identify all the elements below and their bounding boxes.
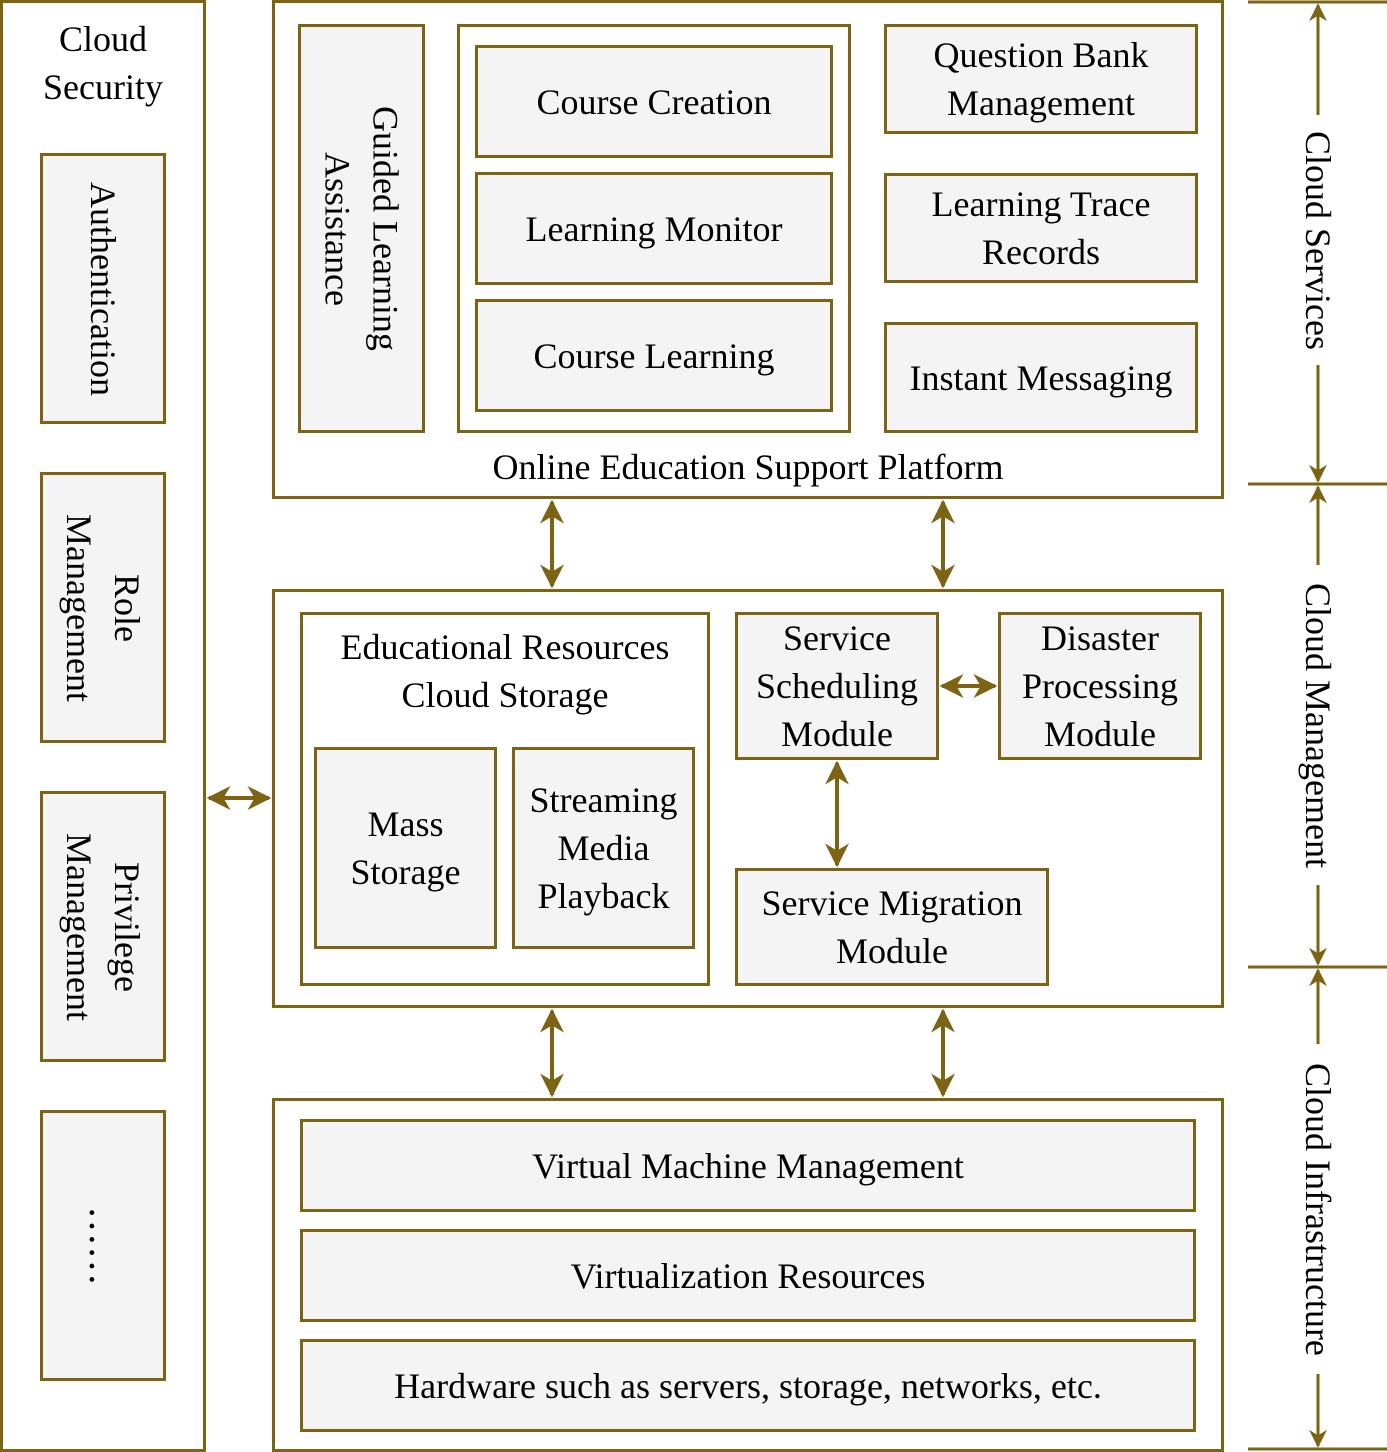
learning-monitor-box: Learning Monitor — [475, 172, 833, 285]
hardware-box: Hardware such as servers, storage, netwo… — [300, 1339, 1196, 1432]
instant-messaging-box: Instant Messaging — [884, 322, 1198, 433]
virtualization-resources-label: Virtualization Resources — [570, 1255, 926, 1296]
platform-label: Online Education Support Platform — [492, 447, 1004, 487]
instant-messaging-label: Instant Messaging — [909, 357, 1173, 398]
disaster-processing-box: Disaster Processing Module — [998, 612, 1202, 760]
mass-storage-label: Mass Storage — [350, 804, 461, 892]
course-learning-label: Course Learning — [533, 335, 775, 376]
privilege-management-box: Privilege Management — [40, 791, 166, 1062]
layer-label-cloud-infrastructure: Cloud Infrastructure — [1294, 1044, 1342, 1374]
privilege-management-label: Privilege Management — [59, 832, 147, 1021]
role-management-box: Role Management — [40, 472, 166, 743]
authentication-box: Authentication — [40, 153, 166, 424]
more-items-box: …… — [40, 1110, 166, 1381]
learning-trace-label: Learning Trace Records — [931, 184, 1151, 272]
vm-management-box: Virtual Machine Management — [300, 1119, 1196, 1212]
streaming-media-label: Streaming Media Playback — [529, 780, 678, 916]
question-bank-box: Question Bank Management — [884, 24, 1198, 134]
layer-label-cloud-services: Cloud Services — [1294, 115, 1342, 365]
virtualization-resources-box: Virtualization Resources — [300, 1229, 1196, 1322]
service-migration-box: Service Migration Module — [735, 868, 1049, 986]
learning-trace-box: Learning Trace Records — [884, 173, 1198, 283]
hardware-label: Hardware such as servers, storage, netwo… — [394, 1365, 1102, 1406]
disaster-processing-label: Disaster Processing Module — [1022, 618, 1178, 754]
course-learning-box: Course Learning — [475, 299, 833, 412]
course-creation-box: Course Creation — [475, 45, 833, 158]
course-creation-label: Course Creation — [536, 81, 772, 122]
vm-management-label: Virtual Machine Management — [532, 1145, 964, 1186]
ellipsis-label: …… — [81, 1205, 126, 1286]
guided-learning-box: Guided Learning Assistance — [298, 24, 425, 433]
question-bank-label: Question Bank Management — [933, 35, 1149, 123]
cloud-security-title: Cloud Security — [43, 19, 163, 107]
service-scheduling-box: Service Scheduling Module — [735, 612, 939, 760]
storage-title: Educational Resources Cloud Storage — [340, 627, 670, 715]
mass-storage-box: Mass Storage — [314, 747, 497, 949]
authentication-label: Authentication — [83, 181, 123, 396]
learning-monitor-label: Learning Monitor — [525, 208, 783, 249]
streaming-media-box: Streaming Media Playback — [512, 747, 695, 949]
role-management-label: Role Management — [59, 513, 147, 702]
guided-learning-label: Guided Learning Assistance — [317, 106, 406, 351]
service-scheduling-label: Service Scheduling Module — [756, 618, 918, 754]
layer-label-cloud-management: Cloud Management — [1294, 565, 1342, 885]
service-migration-label: Service Migration Module — [761, 883, 1023, 971]
